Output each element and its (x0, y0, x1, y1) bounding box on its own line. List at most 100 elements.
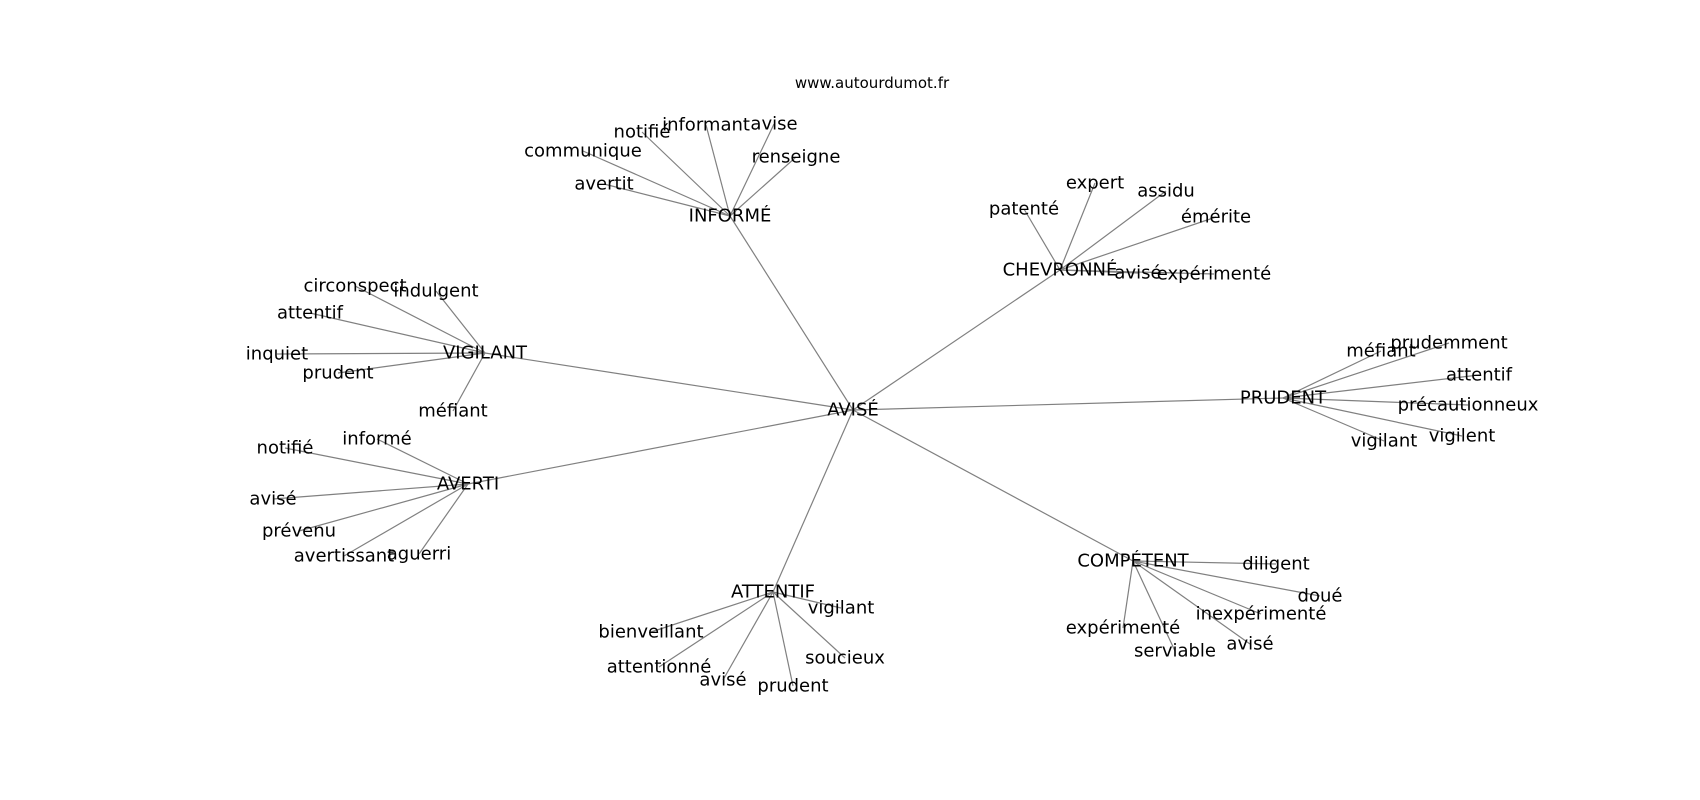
leaf-node: prévenu (262, 521, 336, 542)
leaf-edge (772, 591, 794, 687)
leaf-edge (435, 290, 486, 354)
leaf-edge (1132, 560, 1277, 565)
leaf-node: vigilant (1351, 431, 1418, 452)
leaf-edge (705, 124, 731, 217)
leaf-node: patenté (989, 199, 1059, 220)
leaf-node: vigilant (808, 598, 875, 619)
leaf-node: expert (1066, 173, 1124, 194)
cluster-node: CHEVRONNÉ (1003, 259, 1118, 281)
leaf-edge (452, 352, 486, 412)
leaf-node: avertissant (294, 546, 394, 567)
leaf-edge (658, 591, 774, 668)
leaf-node: bienveillant (598, 622, 703, 643)
leaf-node: circonspect (303, 276, 406, 297)
leaf-edge (1132, 560, 1321, 597)
leaf-node: méfiant (418, 401, 487, 422)
leaf-node: diligent (1242, 554, 1309, 575)
leaf-node: méfiant (1346, 341, 1415, 362)
center-edge (852, 409, 1134, 562)
leaf-node: informant (662, 115, 750, 136)
leaf-node: attentionné (607, 657, 712, 678)
center-edge (467, 409, 854, 485)
leaf-node: vigilent (1429, 426, 1496, 447)
leaf-edge (729, 123, 775, 217)
leaf-edge (354, 285, 486, 354)
center-edge (729, 215, 854, 411)
leaf-edge (343, 483, 469, 557)
cluster-node: ATTENTIF (731, 582, 815, 603)
leaf-edge (1282, 397, 1469, 406)
leaf-node: prudemment (1390, 333, 1507, 354)
leaf-edge (284, 447, 469, 485)
graph-edges (272, 123, 1480, 687)
leaf-edge (272, 483, 469, 500)
leaf-edge (1059, 182, 1096, 271)
leaf-edge (337, 352, 486, 374)
leaf-edge (1122, 560, 1134, 629)
cluster-node: INFORMÉ (689, 205, 772, 227)
leaf-node: précautionneux (1398, 395, 1539, 416)
leaf-edge (1023, 208, 1061, 271)
source-label: www.autourdumot.fr (795, 74, 950, 92)
center-edge (772, 409, 854, 593)
leaf-node: avisé (249, 489, 296, 510)
leaf-edge (1282, 374, 1480, 399)
leaf-node: assidu (1137, 181, 1195, 202)
leaf-edge (1282, 342, 1450, 399)
center-edge (852, 269, 1061, 411)
leaf-edge (603, 183, 731, 217)
leaf-node: prudent (757, 676, 828, 697)
leaf-node: avisé (1114, 263, 1161, 284)
cluster-node: VIGILANT (443, 343, 528, 364)
center-node: AVISÉ (827, 399, 879, 421)
leaf-edge (309, 312, 486, 354)
leaf-node: émérite (1181, 207, 1251, 228)
center-edge (484, 352, 854, 411)
leaf-edge (722, 591, 774, 681)
leaf-edge (1059, 216, 1217, 271)
leaf-edge (418, 483, 469, 555)
leaf-node: indulgent (393, 281, 478, 302)
leaf-node: serviable (1134, 641, 1216, 662)
leaf-edge (650, 591, 774, 633)
leaf-edge (582, 150, 731, 217)
leaf-node: attentif (277, 303, 344, 324)
leaf-node: inquiet (246, 344, 308, 365)
leaf-node: avertit (574, 174, 633, 195)
leaf-node: aguerri (387, 544, 451, 565)
leaf-edge (1132, 560, 1262, 615)
leaf-edge (276, 352, 486, 355)
leaf-node: prudent (302, 363, 373, 384)
cluster-node: AVERTI (437, 474, 499, 495)
cluster-node: PRUDENT (1240, 388, 1327, 409)
leaf-node: inexpérimenté (1196, 604, 1327, 625)
leaf-node: renseigne (752, 147, 841, 168)
leaf-node: expérimenté (1157, 264, 1271, 285)
leaf-node: notifié (257, 438, 314, 459)
leaf-edge (1282, 397, 1385, 442)
leaf-edge (772, 591, 846, 659)
leaf-node: expérimenté (1066, 618, 1180, 639)
leaf-edge (1282, 350, 1382, 399)
leaf-node: communique (524, 141, 642, 162)
leaf-node: avise (750, 114, 797, 135)
leaf-node: avisé (699, 670, 746, 691)
cluster-node: COMPÉTENT (1077, 550, 1189, 572)
leaf-edge (1059, 269, 1215, 275)
leaf-edge (1132, 560, 1251, 645)
leaf-node: notifié (614, 122, 671, 143)
center-edge (852, 397, 1284, 411)
leaf-edge (641, 131, 731, 217)
leaf-edge (729, 156, 797, 217)
leaf-edge (1132, 560, 1176, 652)
leaf-node: soucieux (805, 648, 885, 669)
leaf-edge (298, 483, 469, 532)
leaf-edge (376, 438, 469, 485)
leaf-edge (1059, 190, 1167, 271)
leaf-node: attentif (1446, 365, 1513, 386)
leaf-node: doué (1298, 586, 1343, 607)
leaf-edge (1282, 397, 1463, 437)
leaf-edge (772, 591, 842, 609)
